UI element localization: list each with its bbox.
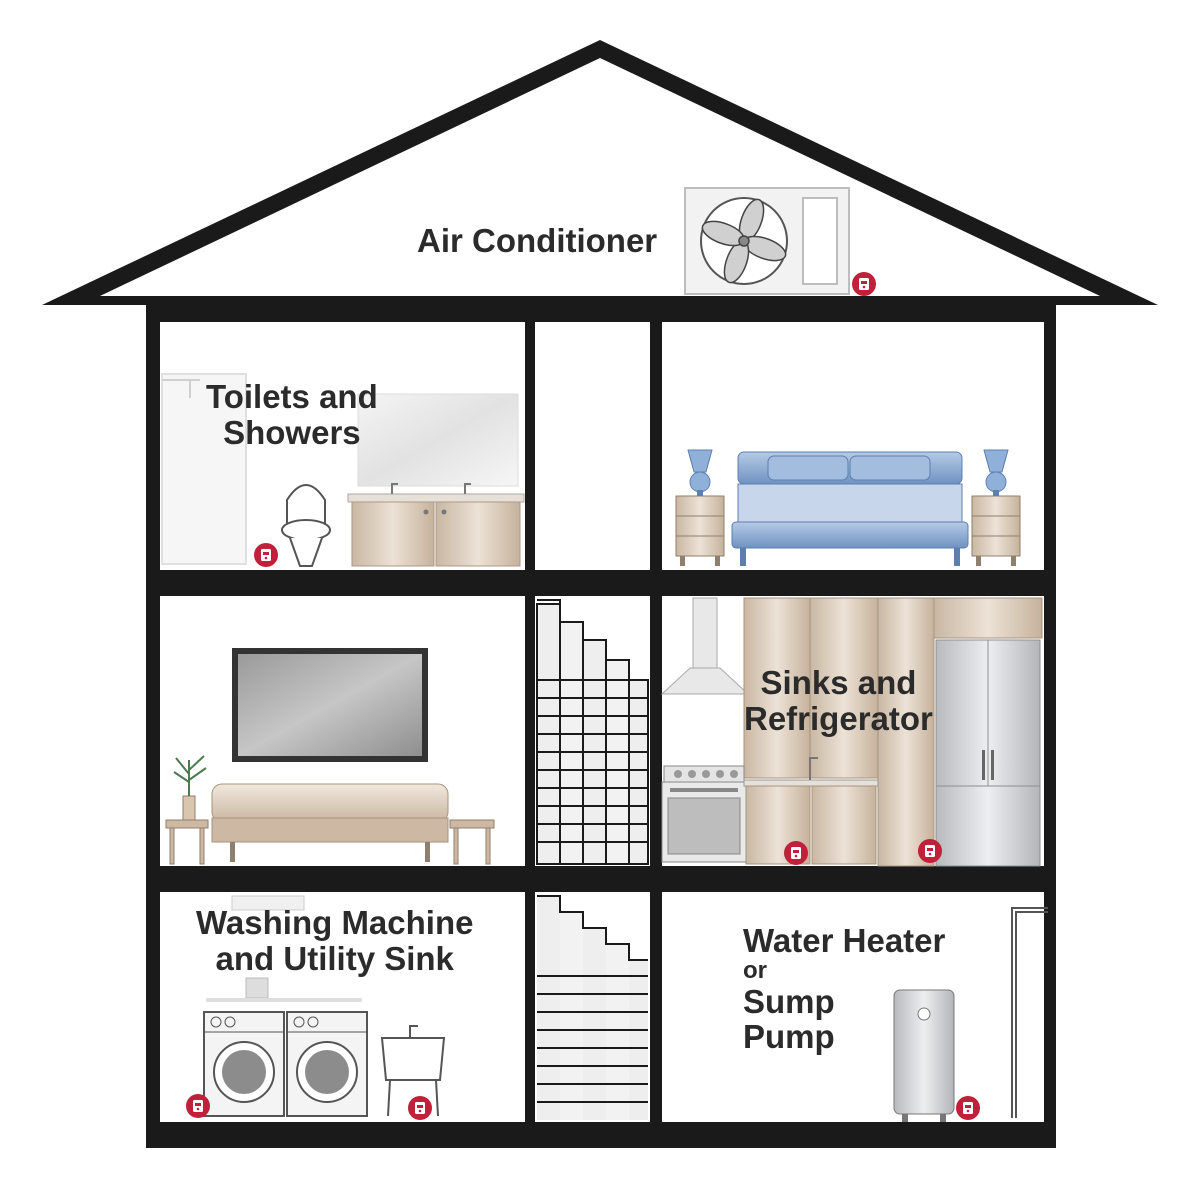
water-leak-sensor-icon xyxy=(408,1096,432,1120)
water-leak-sensor-icon xyxy=(852,272,876,296)
label-line-4: Pump xyxy=(743,1018,835,1055)
label-washing-utility: Washing Machine and Utility Sink xyxy=(196,906,473,975)
range-hood xyxy=(660,597,750,695)
sofa xyxy=(211,783,449,862)
stove xyxy=(661,765,747,863)
toilet xyxy=(281,484,331,567)
label-line-1: Water Heater xyxy=(743,922,946,959)
fan-icon xyxy=(701,198,787,284)
label-line-1: Toilets and xyxy=(206,378,378,415)
shower-stall xyxy=(161,373,247,565)
label-air-conditioner: Air Conditioner xyxy=(417,224,657,257)
laundry-shelf xyxy=(206,895,362,1002)
staircase-middle xyxy=(536,599,649,865)
potted-plant-icon xyxy=(173,755,207,821)
water-heater xyxy=(893,989,955,1122)
label-line-2: Showers xyxy=(223,414,361,451)
water-leak-sensor-icon xyxy=(784,841,808,865)
kitchen-sink-counter xyxy=(743,757,879,865)
nightstand-right xyxy=(971,449,1021,566)
air-conditioner-unit xyxy=(684,187,850,295)
water-leak-sensor-icon xyxy=(918,839,942,863)
label-line-1: Sinks and xyxy=(760,664,917,701)
stair-treads-middle xyxy=(537,679,648,843)
label-sinks-refrigerator: Sinks and Refrigerator xyxy=(744,666,933,735)
stair-shaft-top xyxy=(535,322,650,570)
water-leak-sensor-icon xyxy=(186,1094,210,1118)
water-leak-sensor-icon xyxy=(956,1096,980,1120)
label-line-3: Sump xyxy=(743,983,835,1020)
label-toilets-showers: Toilets and Showers xyxy=(206,380,378,449)
room-utility xyxy=(662,892,1044,1122)
bathroom-mirror xyxy=(357,393,519,487)
label-line-2: Refrigerator xyxy=(744,700,933,737)
label-line-2: and Utility Sink xyxy=(215,940,454,977)
label-air-conditioner-line: Air Conditioner xyxy=(417,222,658,259)
staircase-basement xyxy=(537,895,648,1120)
nightstand-left xyxy=(675,449,725,566)
bed xyxy=(731,451,969,566)
label-line-1: Washing Machine xyxy=(196,904,474,941)
label-water-heater: Water Heater or Sump Pump xyxy=(743,924,945,1053)
label-line-2: or xyxy=(743,957,767,984)
bathroom-vanity xyxy=(347,483,525,567)
upper-cabinets xyxy=(743,597,1043,867)
pipe xyxy=(1011,907,1048,1118)
washing-machines xyxy=(203,1011,368,1117)
water-leak-sensor-icon xyxy=(254,543,278,567)
refrigerator xyxy=(935,639,1041,867)
side-table-right xyxy=(449,819,495,865)
utility-sink xyxy=(380,1025,446,1117)
